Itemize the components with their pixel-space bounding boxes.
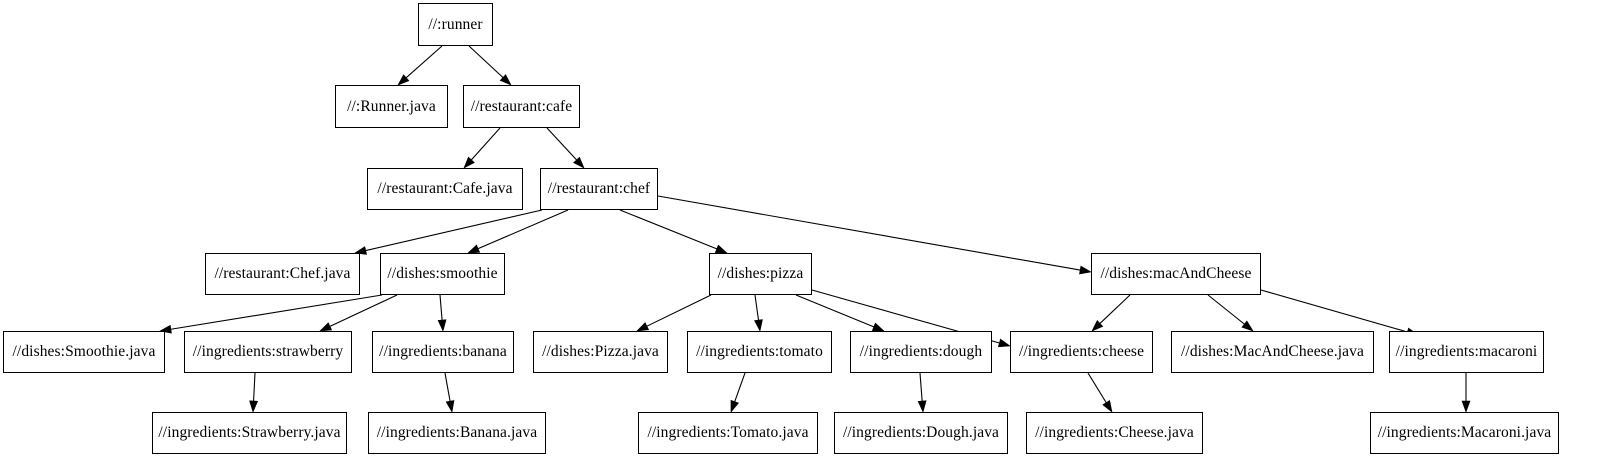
graph-node-cheese[interactable]: //ingredients:cheese <box>1010 331 1153 373</box>
arrowhead-icon <box>573 156 585 169</box>
graph-node-label: //restaurant:Cafe.java <box>377 180 513 198</box>
graph-edge-cafe-to-chef <box>546 127 585 169</box>
graph-node-label: //dishes:smoothie <box>387 265 498 283</box>
graph-node-macandcheese[interactable]: //dishes:macAndCheese <box>1091 253 1261 295</box>
graph-node-runner_java[interactable]: //:Runner.java <box>335 85 448 128</box>
graph-edge-tomato-to-tomato_java <box>730 372 746 413</box>
graph-node-label: //ingredients:Dough.java <box>842 424 1000 442</box>
graph-node-chef_java[interactable]: //restaurant:Chef.java <box>205 253 360 295</box>
arrowhead-icon <box>997 338 1011 348</box>
graph-edge-chef-to-smoothie <box>467 209 569 254</box>
graph-edge-pizza-to-pizza_java <box>636 294 712 332</box>
graph-node-macaroni[interactable]: //ingredients:macaroni <box>1389 331 1544 373</box>
graph-node-label: //ingredients:Strawberry.java <box>158 424 341 442</box>
graph-edge-runner-to-runner_java <box>397 45 443 86</box>
arrowhead-icon <box>463 156 475 169</box>
graph-node-strawberry[interactable]: //ingredients:strawberry <box>184 331 352 373</box>
graph-edge-banana-to-banana_java <box>444 372 455 413</box>
arrowhead-icon <box>714 244 728 254</box>
graph-node-label: //ingredients:Macaroni.java <box>1377 424 1552 442</box>
graph-node-smoothie[interactable]: //dishes:smoothie <box>380 253 505 295</box>
graph-node-label: //ingredients:Banana.java <box>376 424 538 442</box>
graph-edge-macandcheese-to-macaroni <box>1260 289 1419 337</box>
graph-node-label: //dishes:Smoothie.java <box>12 343 156 361</box>
graph-node-label: //ingredients:macaroni <box>1395 343 1538 361</box>
graph-node-label: //ingredients:Tomato.java <box>647 424 809 442</box>
arrowhead-icon <box>397 74 410 86</box>
graph-node-cheese_java[interactable]: //ingredients:Cheese.java <box>1026 412 1203 454</box>
graph-edge-cafe-to-cafe_java <box>463 127 501 169</box>
arrowhead-icon <box>1461 400 1471 413</box>
graph-node-banana_java[interactable]: //ingredients:Banana.java <box>368 412 546 454</box>
graph-edge-smoothie-to-banana <box>437 294 447 332</box>
graph-edge-macandcheese-to-macandcheese_java <box>1207 294 1254 332</box>
arrowhead-icon <box>319 322 333 332</box>
graph-edge-runner-to-cafe <box>468 45 512 86</box>
graph-node-label: //dishes:MacAndCheese.java <box>1181 343 1364 361</box>
graph-node-label: //restaurant:Chef.java <box>214 265 351 283</box>
graph-edge-macandcheese-to-cheese <box>1091 294 1131 332</box>
arrowhead-icon <box>445 400 455 413</box>
graph-node-macaroni_java[interactable]: //ingredients:Macaroni.java <box>1370 412 1559 454</box>
graph-edge-smoothie-to-strawberry <box>319 294 398 332</box>
graph-node-smoothie_java[interactable]: //dishes:Smoothie.java <box>3 331 165 373</box>
graph-node-dough[interactable]: //ingredients:dough <box>850 331 992 373</box>
arrowhead-icon <box>1091 320 1104 332</box>
arrowhead-icon <box>1079 265 1092 275</box>
graph-edge-dough-to-dough_java <box>917 372 927 413</box>
graph-edge-macaroni-to-macaroni_java <box>1461 373 1471 413</box>
graph-node-label: //dishes:pizza <box>717 265 804 283</box>
arrowhead-icon <box>437 319 447 332</box>
arrowhead-icon <box>249 400 259 413</box>
graph-node-label: //:runner <box>428 15 483 33</box>
arrowhead-icon <box>467 244 481 254</box>
arrowhead-icon <box>917 400 927 413</box>
graph-node-cafe_java[interactable]: //restaurant:Cafe.java <box>367 168 523 210</box>
graph-node-label: //:Runner.java <box>347 97 436 115</box>
graph-node-dough_java[interactable]: //ingredients:Dough.java <box>834 412 1008 454</box>
graph-node-cafe[interactable]: //restaurant:cafe <box>463 85 580 128</box>
graph-edge-chef-to-pizza <box>619 209 728 254</box>
graph-node-label: //restaurant:chef <box>547 180 651 198</box>
graph-node-tomato[interactable]: //ingredients:tomato <box>687 331 832 373</box>
graph-edge-pizza-to-dough <box>795 294 885 332</box>
graph-node-chef[interactable]: //restaurant:chef <box>540 168 658 210</box>
graph-node-macandcheese_java[interactable]: //dishes:MacAndCheese.java <box>1171 331 1374 373</box>
arrowhead-icon <box>754 319 763 332</box>
arrowhead-icon <box>354 246 368 255</box>
graph-node-pizza[interactable]: //dishes:pizza <box>709 253 812 295</box>
graph-node-label: //restaurant:cafe <box>470 97 573 115</box>
arrowhead-icon <box>730 399 739 413</box>
arrowhead-icon <box>636 322 650 332</box>
arrowhead-icon <box>871 322 885 332</box>
graph-node-label: //ingredients:strawberry <box>192 343 344 361</box>
arrowhead-icon <box>499 74 512 86</box>
graph-node-strawberry_java[interactable]: //ingredients:Strawberry.java <box>152 412 347 454</box>
graph-node-label: //ingredients:cheese <box>1018 343 1145 361</box>
arrowhead-icon <box>1241 320 1254 332</box>
graph-node-banana[interactable]: //ingredients:banana <box>372 331 514 373</box>
graph-node-label: //ingredients:dough <box>859 343 983 361</box>
graph-edge-pizza-to-tomato <box>754 294 763 332</box>
graph-node-label: //ingredients:Cheese.java <box>1035 424 1194 442</box>
graph-edge-chef-to-chef_java <box>354 209 543 255</box>
graph-node-runner[interactable]: //:runner <box>418 3 493 46</box>
graph-edge-strawberry-to-strawberry_java <box>249 372 259 413</box>
graph-node-label: //dishes:Pizza.java <box>542 343 659 361</box>
graph-edge-smoothie-to-smoothie_java <box>159 294 383 334</box>
arrowhead-icon <box>1102 400 1113 413</box>
graph-edge-cheese-to-cheese_java <box>1087 372 1113 413</box>
graph-node-label: //dishes:macAndCheese <box>1100 265 1252 283</box>
graph-node-tomato_java[interactable]: //ingredients:Tomato.java <box>638 412 818 454</box>
graph-node-label: //ingredients:banana <box>379 343 507 361</box>
graph-node-pizza_java[interactable]: //dishes:Pizza.java <box>533 331 668 373</box>
graph-edge-chef-to-macandcheese <box>657 195 1092 275</box>
graph-node-label: //ingredients:tomato <box>696 343 823 361</box>
